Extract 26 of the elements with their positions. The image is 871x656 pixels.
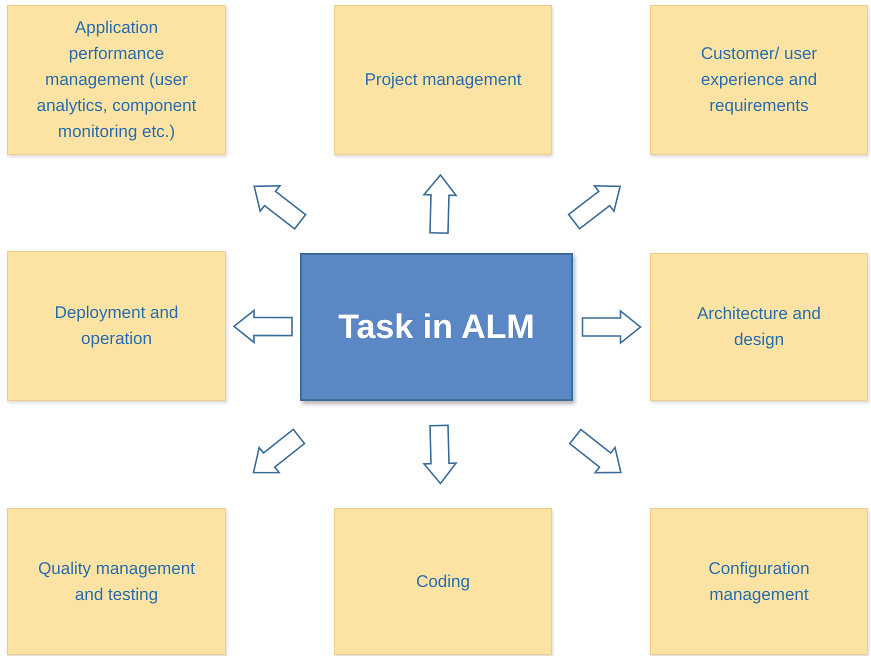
center-title: Task in ALM	[338, 306, 535, 348]
box-label: Application performance management (user analytics, component monitoring etc.)	[36, 17, 198, 143]
box-label: Coding	[416, 570, 470, 592]
task-box	[650, 253, 868, 401]
task-box	[7, 5, 226, 155]
box-label: Architecture and design	[696, 303, 822, 351]
box-label: Customer/ user experience and requirements	[700, 43, 818, 117]
block-arrow	[253, 185, 307, 230]
block-arrow	[422, 174, 458, 234]
block-arrow	[568, 428, 622, 474]
task-box	[7, 508, 226, 655]
block-arrow	[582, 309, 642, 345]
box-label: Configuration management	[707, 558, 811, 606]
task-box	[334, 508, 552, 655]
block-arrow	[567, 185, 622, 230]
block-arrow	[232, 308, 293, 344]
task-box	[7, 251, 226, 401]
block-arrow	[422, 424, 458, 485]
task-box	[334, 5, 552, 155]
box-label: Quality management and testing	[37, 558, 196, 606]
center-box	[300, 253, 573, 401]
box-label: Project management	[364, 69, 522, 91]
box-label: Deployment and operation	[54, 302, 180, 350]
task-box	[650, 5, 868, 155]
task-box	[650, 508, 868, 655]
block-arrow	[252, 428, 306, 474]
